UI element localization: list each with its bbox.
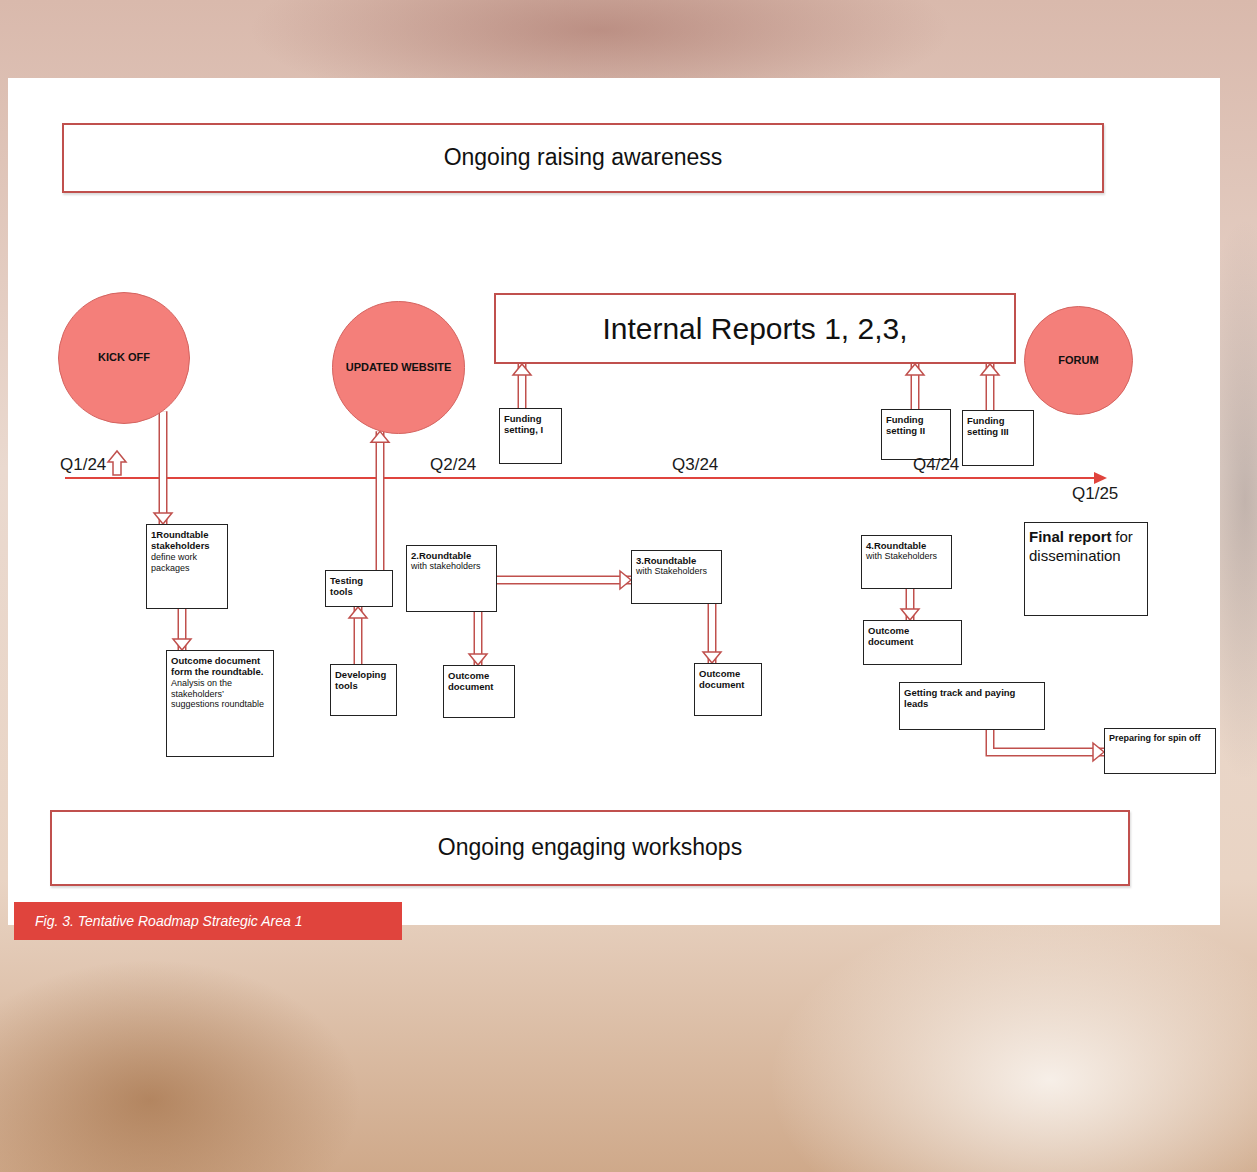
arrow-shaft bbox=[159, 411, 168, 524]
funding-box: Funding setting, I bbox=[499, 408, 562, 464]
outcome-box: Outcome document form the roundtable.Ana… bbox=[166, 650, 274, 757]
block-arrow-connector bbox=[173, 609, 191, 650]
white-panel bbox=[8, 78, 1220, 925]
node-text: Funding setting, I bbox=[504, 413, 557, 436]
block-arrow-connector bbox=[703, 604, 721, 663]
arrowhead bbox=[349, 607, 367, 618]
block-arrow-connector bbox=[349, 607, 367, 664]
block-arrow-connector bbox=[901, 589, 919, 620]
workshops-band: Ongoing engaging workshops bbox=[50, 810, 1130, 886]
block-arrow-connector bbox=[371, 431, 389, 570]
arrowhead bbox=[620, 571, 631, 589]
timeline-arrowhead bbox=[1094, 472, 1107, 484]
node-text: Internal Reports 1, 2,3, bbox=[602, 311, 907, 347]
block-arrow-connector bbox=[981, 364, 999, 410]
arrow-shaft-inner bbox=[990, 730, 1104, 752]
arrowhead bbox=[154, 513, 172, 524]
node-text: 4.Roundtable bbox=[866, 540, 947, 551]
outcome-box: Outcome document bbox=[443, 665, 515, 718]
node-body: Analysis on the stakeholders’ suggestion… bbox=[171, 678, 269, 710]
node-text: Ongoing engaging workshops bbox=[438, 834, 742, 862]
node-text: Final report bbox=[1029, 528, 1112, 545]
caption-bar: Fig. 3. Tentative Roadmap Strategic Area… bbox=[14, 902, 402, 940]
node-text: 1Roundtable stakeholders bbox=[151, 529, 223, 552]
node-body: with Stakeholders bbox=[866, 551, 947, 562]
arrow-shaft-inner bbox=[497, 577, 631, 583]
milestone-circle: KICK OFF bbox=[58, 292, 190, 424]
node-text: FORUM bbox=[1058, 354, 1098, 367]
node-text: 2.Roundtable bbox=[411, 550, 492, 561]
block-arrow-connector bbox=[513, 364, 531, 408]
arrowhead bbox=[703, 652, 721, 663]
block-arrow bbox=[108, 451, 126, 475]
node-text: Ongoing raising awareness bbox=[444, 144, 723, 172]
arrowhead bbox=[906, 364, 924, 375]
final-report-box: Final reportfor dissemination bbox=[1024, 522, 1148, 616]
spinoff-box: Preparing for spin off bbox=[1104, 728, 1216, 774]
reports-box: Internal Reports 1, 2,3, bbox=[494, 293, 1016, 364]
timeline-line bbox=[65, 477, 1094, 479]
arrow-shaft-inner bbox=[160, 411, 166, 524]
roundtable-box: 2.Roundtablewith stakeholders bbox=[406, 545, 497, 612]
block-arrow-connector bbox=[154, 411, 172, 524]
quarter-label: Q1/25 bbox=[1072, 484, 1118, 504]
block-arrow-connector bbox=[990, 730, 1104, 761]
arrow-shaft bbox=[376, 431, 385, 570]
node-text: Outcome document bbox=[448, 670, 510, 693]
node-text: Outcome document bbox=[699, 668, 757, 691]
node-body: define work packages bbox=[151, 552, 223, 574]
arrowhead bbox=[901, 609, 919, 620]
block-arrow-connector bbox=[906, 364, 924, 409]
roundtable-box: 1Roundtable stakeholdersdefine work pack… bbox=[146, 524, 228, 609]
tools-box: Developing tools bbox=[330, 664, 397, 716]
figure-caption: Fig. 3. Tentative Roadmap Strategic Area… bbox=[35, 913, 302, 929]
arrow-shaft bbox=[990, 730, 1104, 752]
roundtable-box: 4.Roundtablewith Stakeholders bbox=[861, 535, 952, 589]
arrowhead bbox=[173, 639, 191, 650]
quarter-label: Q2/24 bbox=[430, 455, 476, 475]
node-text: Preparing for spin off bbox=[1109, 733, 1211, 744]
arrowhead bbox=[1093, 743, 1104, 761]
leads-box: Getting track and paying leads bbox=[899, 682, 1045, 730]
roundtable-box: 3.Roundtablewith Stakeholders bbox=[631, 550, 722, 604]
node-body: with stakeholders bbox=[411, 561, 492, 572]
milestone-circle: UPDATED WEBSITE bbox=[332, 301, 465, 434]
arrowhead bbox=[513, 364, 531, 375]
arrow-shaft bbox=[497, 576, 631, 585]
node-text: Funding setting II bbox=[886, 414, 946, 437]
node-text: 3.Roundtable bbox=[636, 555, 717, 566]
awareness-band: Ongoing raising awareness bbox=[62, 123, 1104, 193]
tools-box: Testing tools bbox=[325, 570, 393, 607]
funding-box: Funding setting III bbox=[962, 410, 1034, 466]
block-arrow-connector bbox=[469, 612, 487, 665]
node-text: UPDATED WEBSITE bbox=[346, 361, 452, 374]
node-text: Testing tools bbox=[330, 575, 388, 598]
arrow-shaft-inner bbox=[377, 431, 383, 570]
funding-box: Funding setting II bbox=[881, 409, 951, 460]
outcome-box: Outcome document bbox=[694, 663, 762, 716]
node-text: Outcome document bbox=[868, 625, 957, 648]
node-text: Getting track and paying leads bbox=[904, 687, 1040, 710]
arrowhead bbox=[469, 654, 487, 665]
quarter-label: Q1/24 bbox=[60, 455, 106, 475]
arrowhead bbox=[981, 364, 999, 375]
outcome-box: Outcome document bbox=[863, 620, 962, 665]
quarter-label: Q4/24 bbox=[913, 455, 959, 475]
node-text: Outcome document form the roundtable. bbox=[171, 655, 269, 678]
block-arrow-connector bbox=[497, 571, 631, 589]
node-text: KICK OFF bbox=[98, 351, 150, 364]
milestone-circle: FORUM bbox=[1024, 306, 1133, 415]
node-body: with Stakeholders bbox=[636, 566, 717, 577]
node-text: Funding setting III bbox=[967, 415, 1029, 438]
node-text: Developing tools bbox=[335, 669, 392, 692]
quarter-label: Q3/24 bbox=[672, 455, 718, 475]
